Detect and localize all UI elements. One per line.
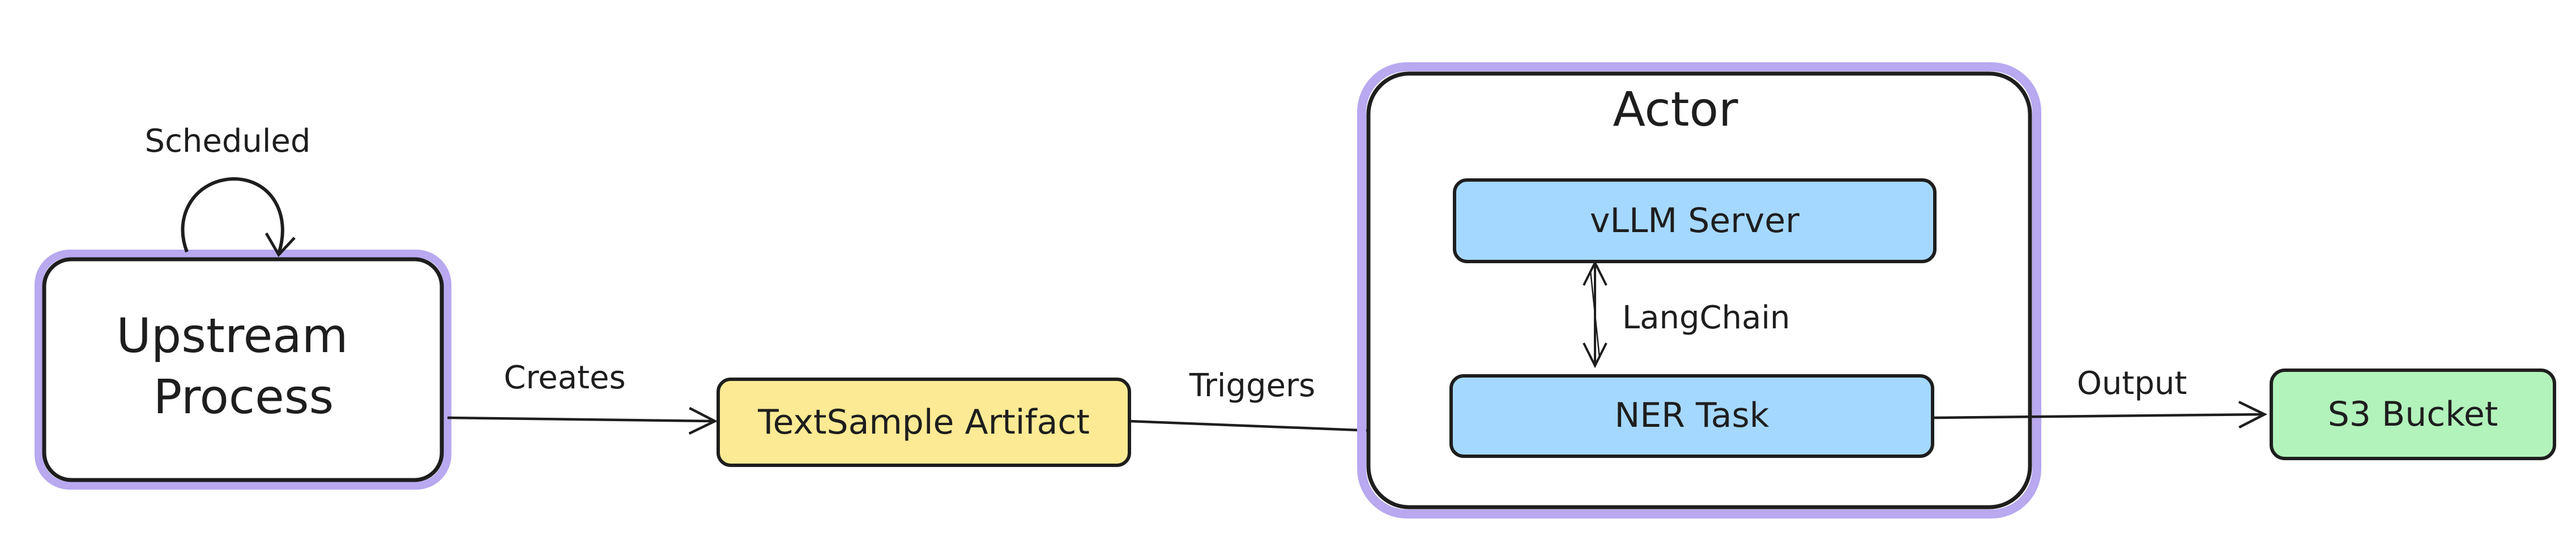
output-arrow: [1932, 414, 2264, 418]
triggers-edge: Triggers: [1129, 367, 1448, 434]
langchain-arrow-stroke-2: [1589, 270, 1601, 358]
actor-outer-border: [1357, 62, 2041, 519]
output-edge: Output: [1932, 365, 2264, 418]
langchain-edge: LangChain: [1590, 263, 1790, 366]
creates-label: Creates: [504, 359, 625, 396]
vllm-server-label: vLLM Server: [1590, 201, 1799, 241]
langchain-label: LangChain: [1622, 299, 1790, 336]
upstream-process-outer-border: [35, 250, 451, 490]
ner-task-box: [1449, 374, 1934, 458]
ner-task-node[interactable]: NER Task: [1449, 374, 1934, 458]
scheduled-loop-arrow: [181, 177, 284, 254]
upstream-process-label-line2: Process: [153, 369, 334, 425]
creates-arrow: [447, 418, 715, 421]
textsample-artifact-label: TextSample Artifact: [757, 402, 1090, 442]
vllm-server-node[interactable]: vLLM Server: [1453, 178, 1937, 263]
actor-title: Actor: [1613, 82, 1738, 137]
s3-bucket-label: S3 Bucket: [2328, 395, 2498, 434]
output-label: Output: [2077, 365, 2187, 402]
textsample-artifact-node[interactable]: TextSample Artifact: [716, 378, 1131, 467]
s3-bucket-box: [2270, 369, 2556, 460]
scheduled-loop: Scheduled: [145, 123, 311, 258]
s3-bucket-node[interactable]: S3 Bucket: [2270, 369, 2556, 460]
scheduled-loop-arrowhead: [265, 232, 296, 258]
upstream-process-label-line1: Upstream: [116, 308, 348, 363]
upstream-process-box: [42, 257, 444, 482]
creates-edge: Creates: [447, 359, 715, 421]
upstream-process-node[interactable]: Upstream Process: [35, 250, 451, 490]
triggers-label: Triggers: [1189, 367, 1315, 404]
ner-task-label: NER Task: [1614, 396, 1769, 435]
scheduled-label: Scheduled: [145, 123, 311, 160]
vllm-server-box: [1453, 178, 1937, 263]
